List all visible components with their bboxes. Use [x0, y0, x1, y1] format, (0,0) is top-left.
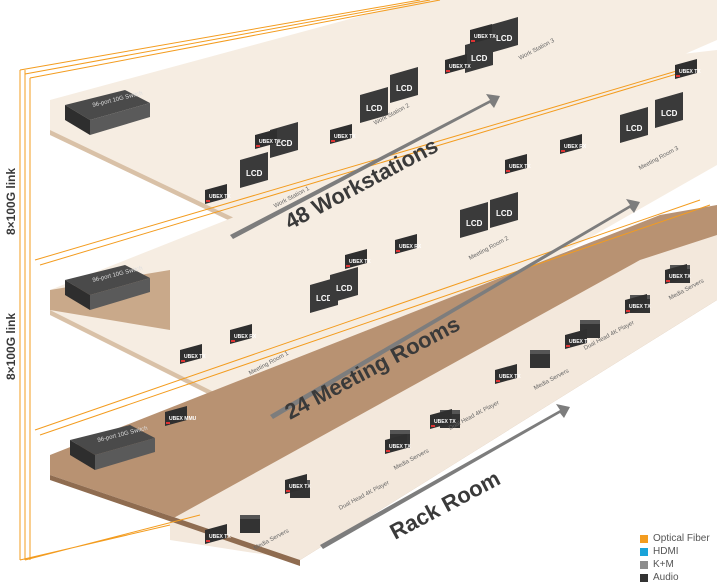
ubex-label: UBEX TX: [259, 139, 281, 145]
lcd-label: LCD: [316, 294, 333, 303]
media-server: [530, 350, 550, 368]
legend-label: K+M: [653, 559, 674, 570]
lcd-label: LCD: [496, 209, 513, 218]
ubex-box: UBEX TX: [665, 264, 691, 284]
legend-item: Audio: [640, 571, 710, 584]
ubex-label: UBEX TX: [474, 34, 496, 40]
ubex-label: UBEX TX: [389, 444, 411, 450]
legend-swatch: [640, 534, 648, 543]
ubex-label: UBEX RX: [564, 144, 587, 150]
lcd-label: LCD: [466, 219, 483, 228]
lcd-label: LCD: [276, 139, 293, 148]
ubex-box: UBEX TX: [675, 59, 701, 79]
lcd-monitor: LCD: [360, 87, 388, 123]
lcd-label: LCD: [471, 54, 488, 63]
ubex-box: UBEX TX: [430, 409, 456, 429]
link-label-1: 8×100G link: [4, 168, 18, 235]
legend-swatch: [640, 547, 648, 556]
ubex-label: UBEX TX: [334, 134, 356, 140]
ubex-label: UBEX TX: [209, 534, 231, 540]
lcd-monitor: LCD: [465, 37, 493, 73]
ubex-box: UBEX TX: [505, 154, 531, 174]
switch-workstations: 96-port 10G Switch: [65, 90, 150, 135]
switch-meeting: 96-port 10G Switch: [65, 265, 150, 310]
ubex-box: UBEX TX: [285, 474, 311, 494]
ubex-label: UBEX TX: [629, 304, 651, 310]
lcd-monitor: LCD: [655, 92, 683, 128]
lcd-monitor: LCD: [330, 267, 358, 303]
lcd-label: LCD: [246, 169, 263, 178]
legend-item: HDMI: [640, 545, 710, 558]
lcd-monitor: LCD: [490, 17, 518, 53]
legend-label: HDMI: [653, 546, 679, 557]
lcd-monitor: LCD: [240, 152, 268, 188]
ubex-box: UBEX TX: [625, 294, 651, 314]
ubex-label: UBEX TX: [509, 164, 531, 170]
ubex-label: UBEX TX: [184, 354, 206, 360]
legend-label: Optical Fiber: [653, 533, 710, 544]
ubex-label: UBEX MMU: [169, 416, 197, 422]
legend-item: Optical Fiber: [640, 532, 710, 545]
legend-swatch: [640, 573, 648, 582]
ubex-label: UBEX TX: [499, 374, 521, 380]
switch-rack: 96-port 10G Switch: [70, 425, 155, 470]
ubex-box: UBEX TX: [445, 54, 471, 74]
zone-arrows: [230, 94, 640, 549]
ubex-label: UBEX TX: [434, 419, 456, 425]
legend-swatch: [640, 560, 648, 569]
lcd-label: LCD: [661, 109, 678, 118]
ubex-box: UBEX TX: [205, 524, 231, 544]
lcd-label: LCD: [626, 124, 643, 133]
ubex-box: UBEX TX: [470, 24, 496, 44]
lcd-label: LCD: [366, 104, 383, 113]
legend-label: Audio: [653, 572, 679, 583]
legend-item: K+M: [640, 558, 710, 571]
ubex-box: UBEX TX: [565, 329, 591, 349]
media-server: [240, 515, 260, 533]
ubex-box: UBEX TX: [180, 344, 206, 364]
ubex-label: UBEX TX: [449, 64, 471, 70]
ubex-box: UBEX RX: [230, 324, 257, 344]
ubex-label: UBEX TX: [209, 194, 231, 200]
ubex-box: UBEX TX: [255, 129, 281, 149]
ubex-box: UBEX TX: [330, 124, 356, 144]
ubex-box: UBEX TX: [385, 434, 411, 454]
lcd-monitor: LCD: [460, 202, 488, 238]
lcd-label: LCD: [336, 284, 353, 293]
ubex-box: UBEX RX: [395, 234, 422, 254]
lcd-label: LCD: [496, 34, 513, 43]
ubex-label: UBEX RX: [399, 244, 422, 250]
ubex-label: UBEX TX: [289, 484, 311, 490]
ubex-box: UBEX RX: [560, 134, 587, 154]
ubex-box: UBEX TX: [345, 249, 371, 269]
ubex-box: UBEX MMU: [165, 406, 197, 426]
ubex-label: UBEX TX: [669, 274, 691, 280]
lcd-monitor: LCD: [490, 192, 518, 228]
ubex-box: UBEX TX: [495, 364, 521, 384]
ubex-label: UBEX TX: [569, 339, 591, 345]
lcd-monitor: LCD: [620, 107, 648, 143]
lcd-monitor: LCD: [390, 67, 418, 103]
ubex-box: UBEX TX: [205, 184, 231, 204]
ubex-label: UBEX RX: [234, 334, 257, 340]
lcd-label: LCD: [396, 84, 413, 93]
ubex-label: UBEX TX: [679, 69, 701, 75]
ubex-label: UBEX TX: [349, 259, 371, 265]
link-label-2: 8×100G link: [4, 313, 18, 380]
